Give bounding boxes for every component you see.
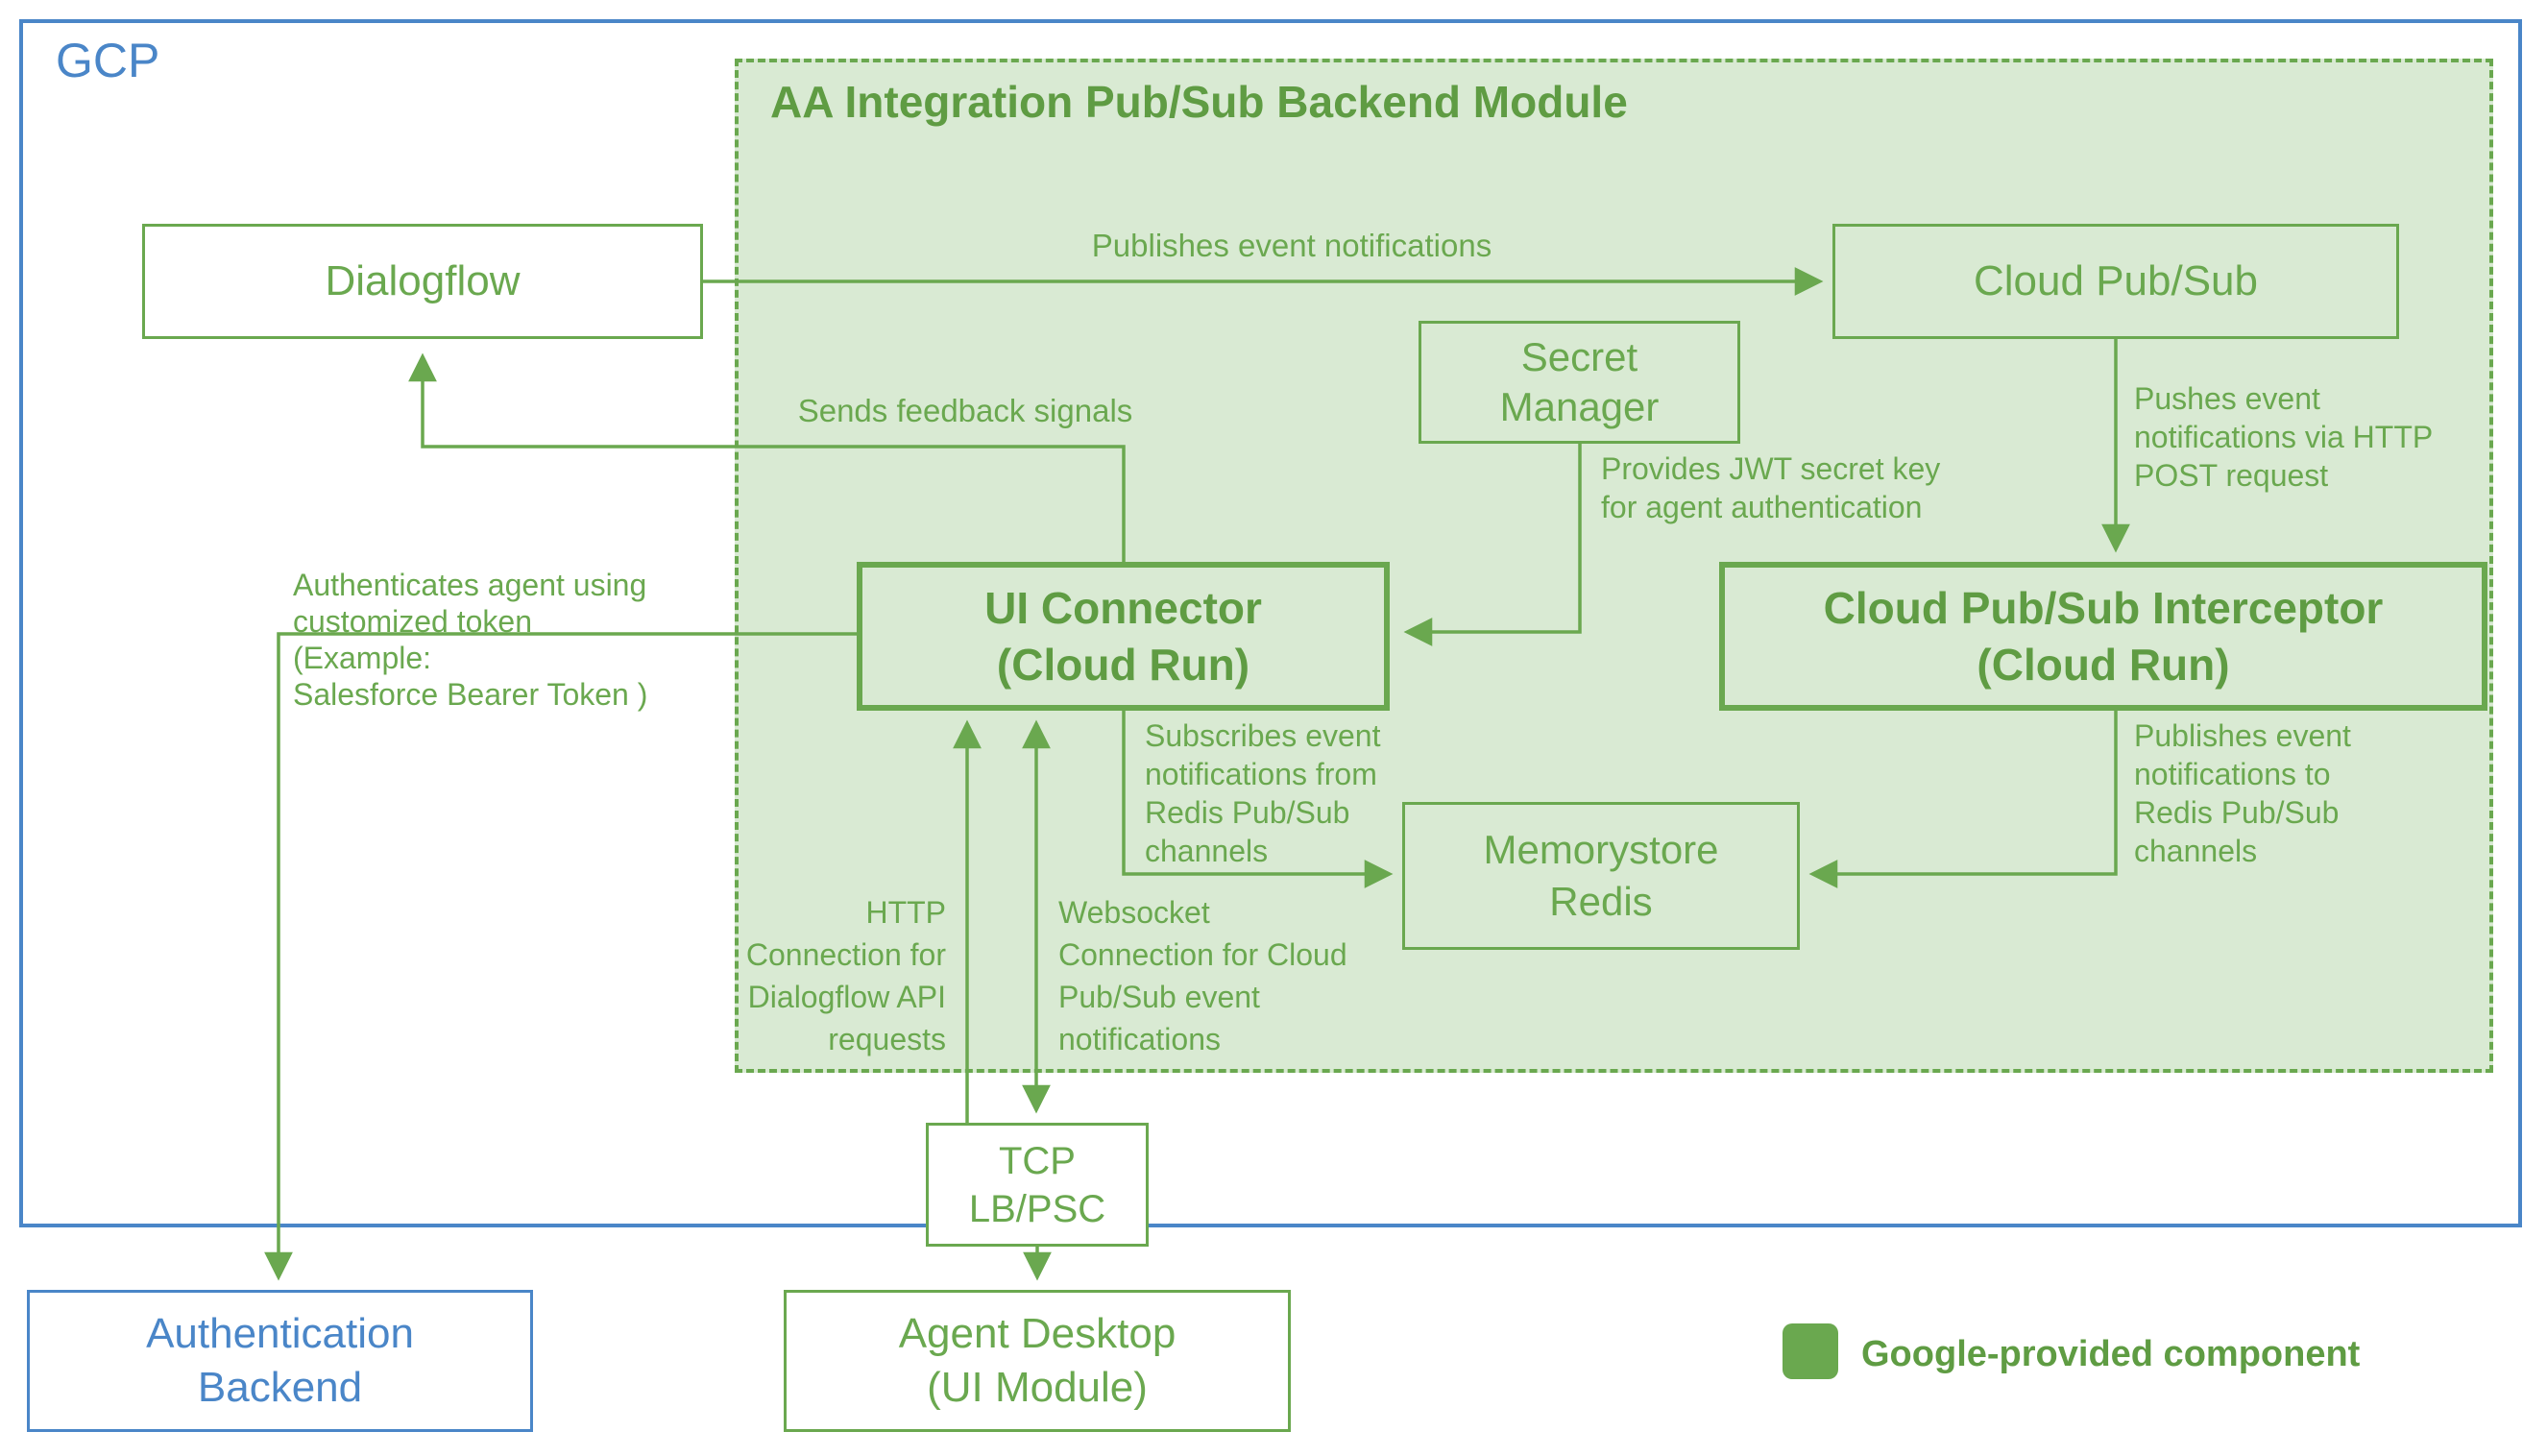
edge-label-publishes: Publishes event notifications [1091, 228, 1492, 263]
legend-google-component-swatch [1783, 1323, 1838, 1379]
edge-label-redis-publish: Publishes event notifications to Redis P… [2134, 718, 2351, 868]
node-secret-manager-label: Secret Manager [1499, 333, 1660, 430]
node-ui-connector-label: UI Connector (Cloud Run) [984, 582, 1262, 690]
node-memorystore-redis-label: Memorystore Redis [1483, 827, 1719, 924]
node-tcp-lb-psc: TCP LB/PSC [926, 1123, 1149, 1247]
node-agent-desktop-label: Agent Desktop (UI Module) [898, 1309, 1176, 1411]
node-authentication-backend: Authentication Backend [27, 1290, 533, 1432]
node-dialogflow-label: Dialogflow [325, 256, 521, 304]
edge-label-auth-token: Authenticates agent using customized tok… [293, 568, 648, 712]
node-cloud-pubsub-interceptor-label: Cloud Pub/Sub Interceptor (Cloud Run) [1823, 582, 2384, 690]
node-cloud-pubsub-label: Cloud Pub/Sub [1974, 256, 2258, 304]
legend-google-component-label: Google-provided component [1861, 1334, 2361, 1374]
node-dialogflow: Dialogflow [142, 224, 703, 339]
edge-label-ws-conn: Websocket Connection for Cloud Pub/Sub e… [1058, 895, 1347, 1056]
node-agent-desktop: Agent Desktop (UI Module) [784, 1290, 1291, 1432]
edge-label-feedback: Sends feedback signals [797, 393, 1133, 428]
edge-label-subscribes: Subscribes event notifications from Redi… [1145, 718, 1381, 868]
gcp-boundary-box [19, 19, 2522, 1227]
gcp-label: GCP [56, 34, 160, 87]
edge-label-jwt: Provides JWT secret key for agent authen… [1601, 451, 1941, 524]
edge-label-pushes: Pushes event notifications via HTTP POST… [2134, 381, 2434, 493]
node-memorystore-redis: Memorystore Redis [1402, 802, 1800, 950]
node-cloud-pubsub: Cloud Pub/Sub [1832, 224, 2399, 339]
module-title: AA Integration Pub/Sub Backend Module [770, 77, 1628, 127]
edge-label-http-conn: HTTP Connection for Dialogflow API reque… [745, 895, 946, 1056]
node-secret-manager: Secret Manager [1419, 321, 1740, 444]
node-tcp-lb-psc-label: TCP LB/PSC [968, 1139, 1106, 1230]
node-authentication-backend-label: Authentication Backend [146, 1309, 414, 1411]
node-cloud-pubsub-interceptor: Cloud Pub/Sub Interceptor (Cloud Run) [1719, 562, 2487, 711]
node-ui-connector: UI Connector (Cloud Run) [857, 562, 1390, 711]
